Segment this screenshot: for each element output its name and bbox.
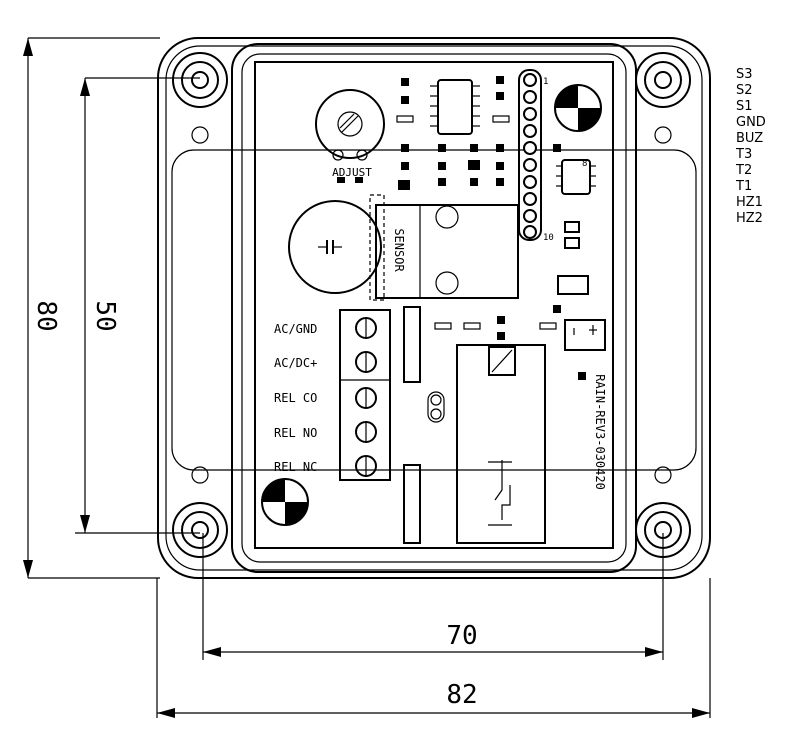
screw-top-left [172,52,228,144]
pin-label-t1: T1 [735,179,752,194]
dimension-outer-width [156,578,711,718]
terminal-label-rel-co: REL CO [274,391,317,405]
pin-label-hz1: HZ1 [736,195,763,210]
terminal-label-ac-gnd: AC/GND [274,322,317,336]
terminal-labels: AC/GND AC/DC+ REL CO REL NO REL NC [274,322,317,474]
ic-small [556,159,596,195]
relay [456,344,546,544]
screw-top-right [635,52,691,144]
smd-components [398,76,586,380]
terminal-label-rel-no: REL NO [274,426,317,440]
sensor-label: SENSOR [392,228,406,272]
pin-label-t3: T3 [735,147,752,162]
fiducial-top-right [554,84,602,132]
pin-label-s2: S2 [736,83,753,98]
pin-label-s3: S3 [736,67,753,82]
adjust-label: ADJUST [332,166,372,179]
dim-inner-height-label: 50 [90,300,120,331]
pin-label-buz: BUZ [736,131,763,146]
pin-header [518,69,542,241]
ic-pin-label: 8 [582,159,587,169]
pin-label-hz2: HZ2 [736,211,763,226]
screw-bottom-right [635,466,691,558]
pin-label-gnd: GND [736,115,766,130]
board-strips [403,306,445,544]
dim-inner-width-label: 70 [446,621,477,651]
dim-outer-width-label: 82 [446,680,477,710]
screw-bottom-left [172,466,228,558]
fiducial-bottom-left [261,478,309,526]
dimension-outer-height [23,37,160,579]
pin-label-list: S3 S2 S1 GND BUZ T3 T2 T1 HZ1 HZ2 [735,67,766,226]
smd-resistors [396,115,589,330]
terminal-label-ac-dc: AC/DC+ [274,356,317,370]
revision-label: RAIN-REV3-030420 [593,374,607,490]
buzzer-connector [564,319,606,351]
terminal-block [339,309,391,481]
pin-label-s1: S1 [736,99,753,114]
electrolytic-capacitor [288,200,382,294]
dimension-inner-width [202,533,664,660]
dim-outer-height-label: 80 [31,300,61,331]
ic-top [430,79,480,135]
terminal-label-rel-nc: REL NC [274,460,317,474]
header-pin-1-label: 1 [543,77,548,87]
sensor-component [369,194,519,301]
potentiometer [315,89,385,183]
dimension-inner-height [75,77,200,534]
header-pin-10-label: 10 [543,233,554,243]
pin-label-t2: T2 [735,163,752,178]
enclosure-outline [157,37,711,579]
